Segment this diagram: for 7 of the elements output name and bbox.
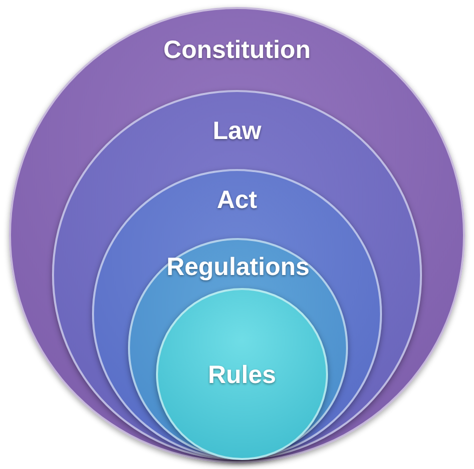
nested-circle: [128, 238, 348, 458]
circle-label: Rules: [208, 360, 276, 390]
circle-label: Regulations: [166, 252, 310, 282]
circle-label: Constitution: [163, 35, 311, 65]
nested-circle: [156, 288, 328, 460]
circle-label: Law: [212, 116, 262, 146]
circle-label: Act: [216, 185, 258, 215]
